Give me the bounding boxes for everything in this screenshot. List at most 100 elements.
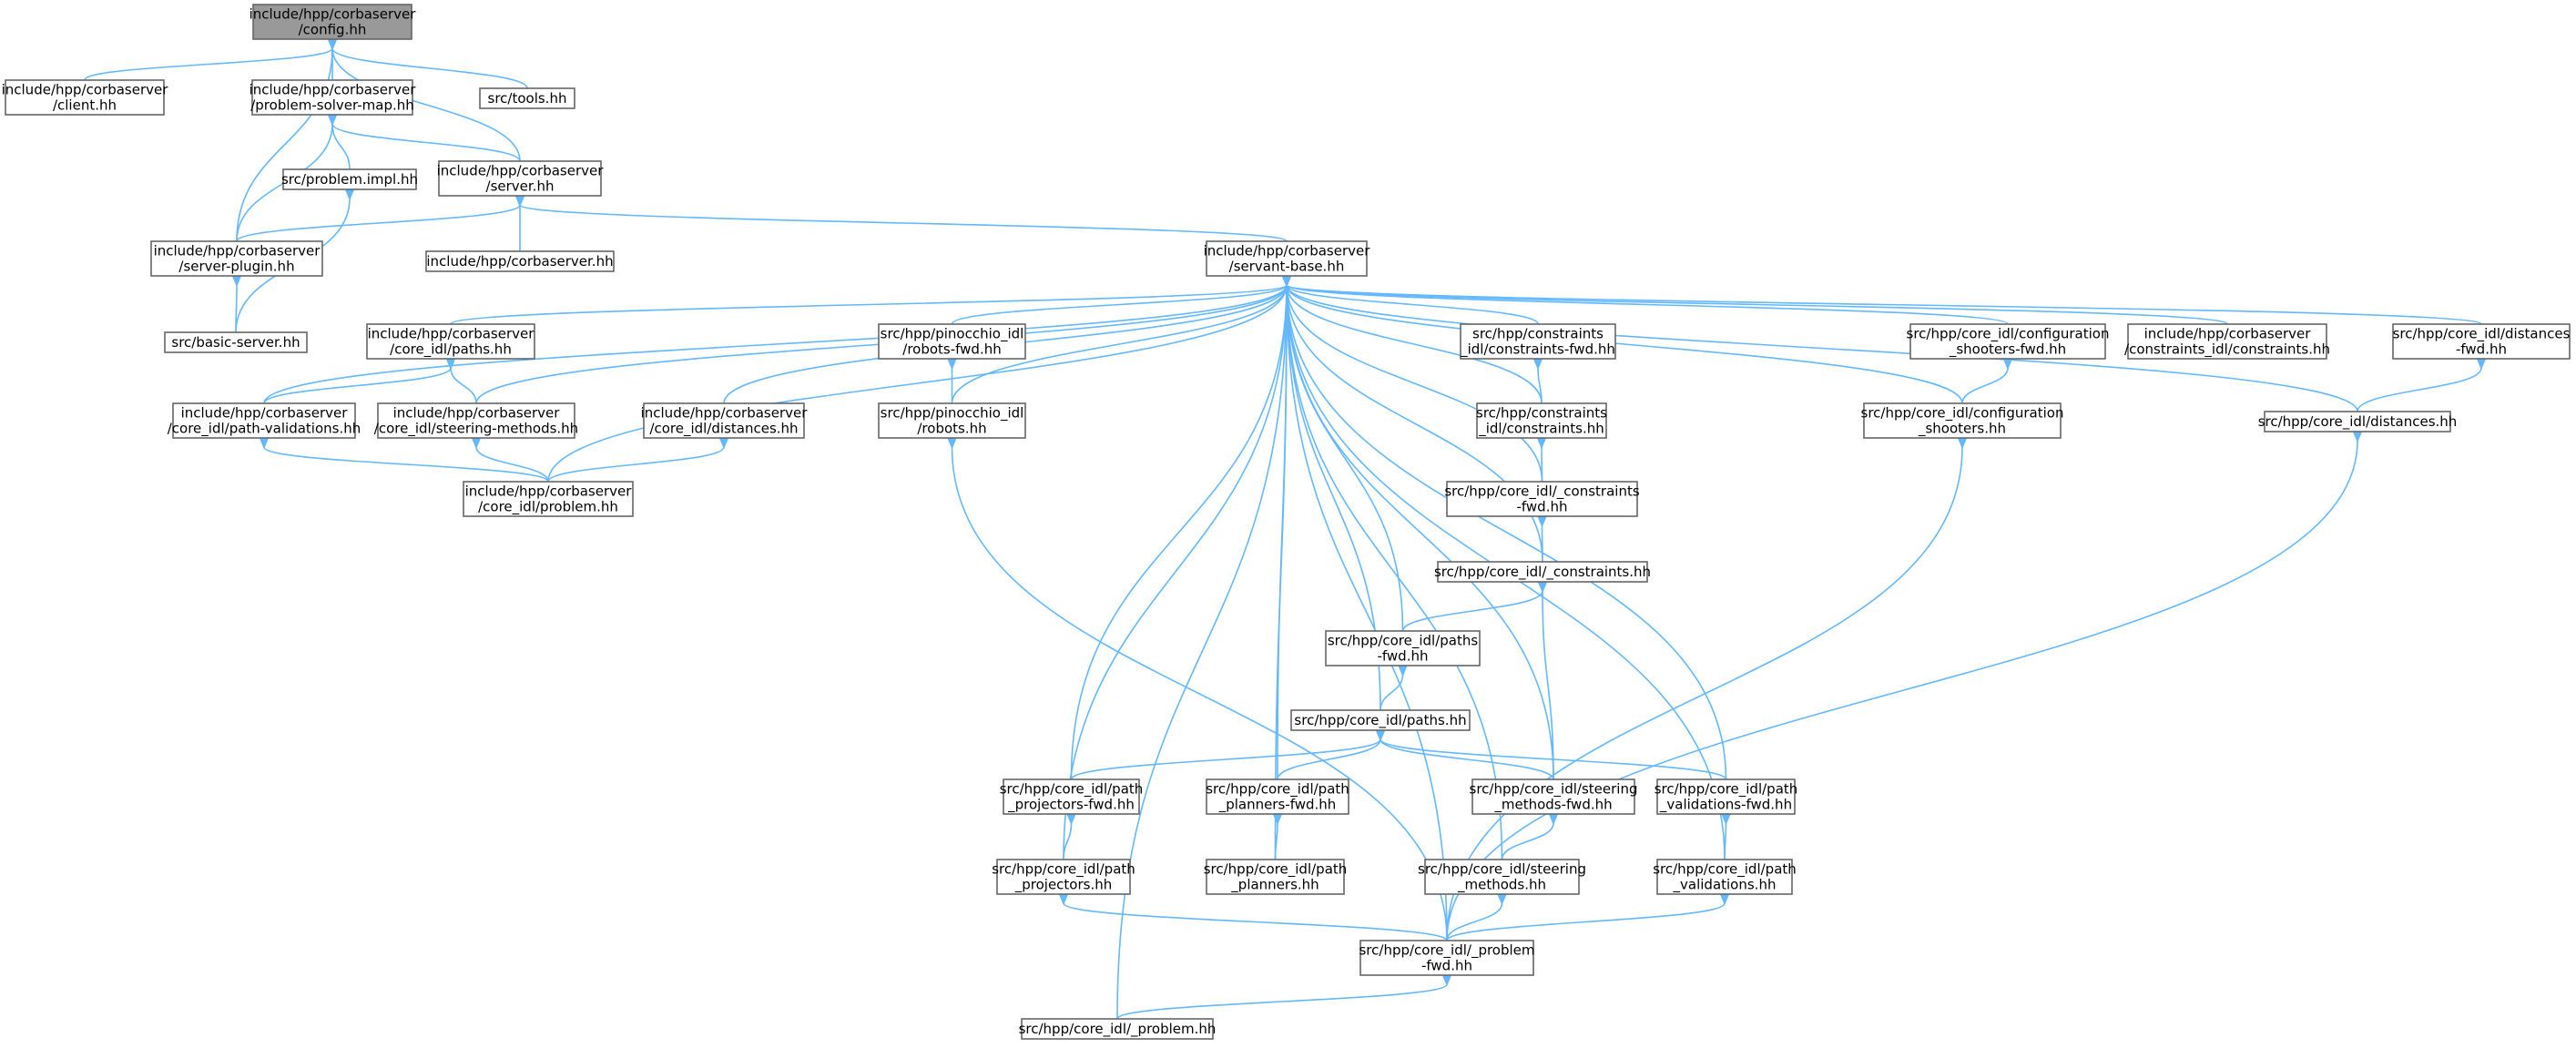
node-label-line: include/hpp/corbaserver (249, 82, 417, 98)
node-pp[interactable]: src/hpp/core_idl/path_projectors.hh (992, 859, 1135, 895)
edge-ipaths-to-servant (450, 285, 1287, 325)
node-paths[interactable]: src/hpp/core_idl/paths.hh (1290, 709, 1471, 731)
node-pin[interactable]: src/hpp/pinocchio_idl/robots.hh (878, 402, 1026, 439)
node-box (252, 4, 412, 40)
dependency-edges (84, 48, 2481, 1020)
node-plfwd[interactable]: src/hpp/core_idl/path_planners-fwd.hh (1206, 778, 1349, 815)
node-label-line: _methods-fwd.hh (1493, 797, 1612, 814)
node-pvfwd[interactable]: src/hpp/core_idl/path_validations-fwd.hh (1655, 778, 1798, 815)
node-sm[interactable]: src/hpp/core_idl/steering_methods.hh (1418, 859, 1586, 895)
node-label-line: /config.hh (299, 22, 367, 38)
node-cfgfwd[interactable]: src/hpp/core_idl/configuration_shooters-… (1907, 323, 2110, 360)
edge-probfwd-to-dist (1446, 441, 2357, 941)
edge-smfwd-to-cconst (1543, 591, 1554, 780)
node-cconst[interactable]: src/hpp/core_idl/_constraints.hh (1434, 561, 1651, 583)
edge-probimpl-to-psmap (332, 124, 351, 170)
node-constfwd[interactable]: src/hpp/constraints_idl/constraints-fwd.… (1460, 323, 1616, 360)
edge-cconstfwd-to-servant (1287, 285, 1543, 483)
node-icconst[interactable]: include/hpp/corbaserver/constraints_idl/… (2124, 323, 2330, 360)
node-box (878, 323, 1026, 360)
node-box (1206, 778, 1349, 815)
node-label-line: src/hpp/core_idl/_problem.hh (1019, 1021, 1217, 1038)
edge-pinfwd-to-servant (951, 285, 1288, 325)
node-label-line: -fwd.hh (1516, 499, 1567, 515)
node-cfg[interactable]: src/hpp/core_idl/configuration_shooters.… (1861, 402, 2064, 439)
node-box (5, 79, 165, 116)
node-ipaths[interactable]: include/hpp/corbaserver/core_idl/paths.h… (366, 323, 535, 360)
node-corbaserver[interactable]: include/hpp/corbaserver.hh (425, 250, 615, 272)
node-psmap[interactable]: include/hpp/corbaserver/problem-solver-m… (249, 79, 417, 116)
node-label-line: src/hpp/core_idl/_constraints (1444, 483, 1639, 501)
node-server[interactable]: include/hpp/corbaserver/server.hh (437, 160, 605, 197)
edge-const-to-servant (1287, 285, 1543, 404)
node-iproblem[interactable]: include/hpp/corbaserver/core_idl/problem… (463, 481, 634, 517)
node-smfwd[interactable]: src/hpp/core_idl/steering_methods-fwd.hh (1470, 778, 1638, 815)
edge-paths-to-pathsfwd (1380, 675, 1403, 711)
node-pl[interactable]: src/hpp/core_idl/path_planners.hh (1204, 859, 1348, 895)
node-label-line: src/hpp/constraints (1472, 326, 1604, 342)
node-pv[interactable]: src/hpp/core_idl/path_validations.hh (1653, 859, 1797, 895)
node-servant[interactable]: include/hpp/corbaserver/servant-base.hh (1204, 240, 1371, 277)
node-label-line: /core_idl/paths.hh (390, 341, 512, 359)
edge-pl-to-plfwd (1276, 823, 1278, 860)
edge-pin-to-servant (951, 285, 1288, 404)
node-idist[interactable]: include/hpp/corbaserver/core_idl/distanc… (641, 402, 809, 439)
node-pinfwd[interactable]: src/hpp/pinocchio_idl/robots-fwd.hh (878, 323, 1026, 360)
node-cconstfwd[interactable]: src/hpp/core_idl/_constraints-fwd.hh (1444, 481, 1640, 517)
node-probfwd[interactable]: src/hpp/core_idl/_problem-fwd.hh (1359, 940, 1535, 976)
node-box (1206, 240, 1368, 277)
node-label-line: src/hpp/core_idl/configuration (1861, 405, 2064, 422)
node-tools[interactable]: src/tools.hh (479, 87, 575, 109)
node-ipathval[interactable]: include/hpp/corbaserver/core_idl/path-va… (168, 402, 361, 439)
edge-probfwd-to-sm (1446, 903, 1502, 941)
node-label-line: /core_idl/problem.hh (478, 499, 618, 516)
node-label-line: /core_idl/steering-methods.hh (374, 421, 578, 438)
edge-iproblem-to-idist (547, 447, 724, 483)
node-prob[interactable]: src/hpp/core_idl/_problem.hh (1019, 1018, 1217, 1040)
edge-dist-to-distfwd (2357, 368, 2481, 412)
node-box (425, 250, 615, 272)
node-dist[interactable]: src/hpp/core_idl/distances.hh (2258, 411, 2458, 432)
node-box (1021, 1018, 1214, 1040)
node-isteer[interactable]: include/hpp/corbaserver/core_idl/steerin… (374, 402, 578, 439)
node-basic[interactable]: src/basic-server.hh (164, 331, 308, 353)
node-distfwd[interactable]: src/hpp/core_idl/distances-fwd.hh (2392, 323, 2571, 360)
edge-isteer-to-ipaths (451, 368, 477, 404)
node-probimpl[interactable]: src/problem.impl.hh (281, 168, 418, 190)
node-config[interactable]: include/hpp/corbaserver/config.hh (249, 4, 417, 40)
node-box (1325, 630, 1481, 666)
node-box (878, 402, 1026, 439)
node-label-line: _idl/constraints-fwd.hh (1460, 341, 1615, 359)
node-box (172, 402, 356, 439)
node-box (366, 323, 535, 360)
node-pathsfwd[interactable]: src/hpp/core_idl/paths-fwd.hh (1325, 630, 1481, 666)
node-label-line: _methods.hh (1457, 877, 1546, 894)
node-box (2392, 323, 2571, 360)
edge-probfwd-to-cfg (1446, 447, 1962, 941)
edge-constfwd-to-servant (1287, 285, 1539, 325)
edge-cfg-to-servant (1287, 285, 1963, 404)
node-label-line: _idl/constraints.hh (1478, 421, 1604, 438)
edge-plfwd-to-servant (1277, 285, 1287, 780)
node-label-line: src/hpp/core_idl/steering (1470, 781, 1638, 799)
node-label-line: src/hpp/core_idl/configuration (1907, 326, 2110, 343)
node-label-line: include/hpp/corbaserver (1204, 243, 1371, 259)
node-ppfwd[interactable]: src/hpp/core_idl/path_projectors-fwd.hh (1000, 778, 1144, 815)
edge-pp-to-servant (1063, 285, 1287, 860)
node-splugin[interactable]: include/hpp/corbaserver/server-plugin.hh (150, 240, 323, 277)
node-label-line: include/hpp/corbaserver (249, 6, 417, 23)
edge-server-to-psmap (332, 124, 521, 162)
node-const[interactable]: src/hpp/constraints_idl/constraints.hh (1476, 402, 1607, 439)
node-label-line: src/hpp/core_idl/steering (1418, 861, 1586, 879)
edge-prob-to-servant (1116, 285, 1287, 1020)
node-client[interactable]: include/hpp/corbaserver/client.hh (2, 79, 169, 116)
node-box (1424, 859, 1580, 895)
node-box (1290, 709, 1471, 731)
node-label-line: include/hpp/corbaserver (2144, 326, 2312, 342)
edge-cfg-to-cfgfwd (1961, 368, 2008, 404)
edge-probfwd-to-pv (1446, 903, 1725, 941)
node-box (150, 240, 323, 277)
node-label-line: -fwd.hh (2456, 341, 2507, 358)
edge-smfwd-to-servant (1287, 285, 1554, 780)
